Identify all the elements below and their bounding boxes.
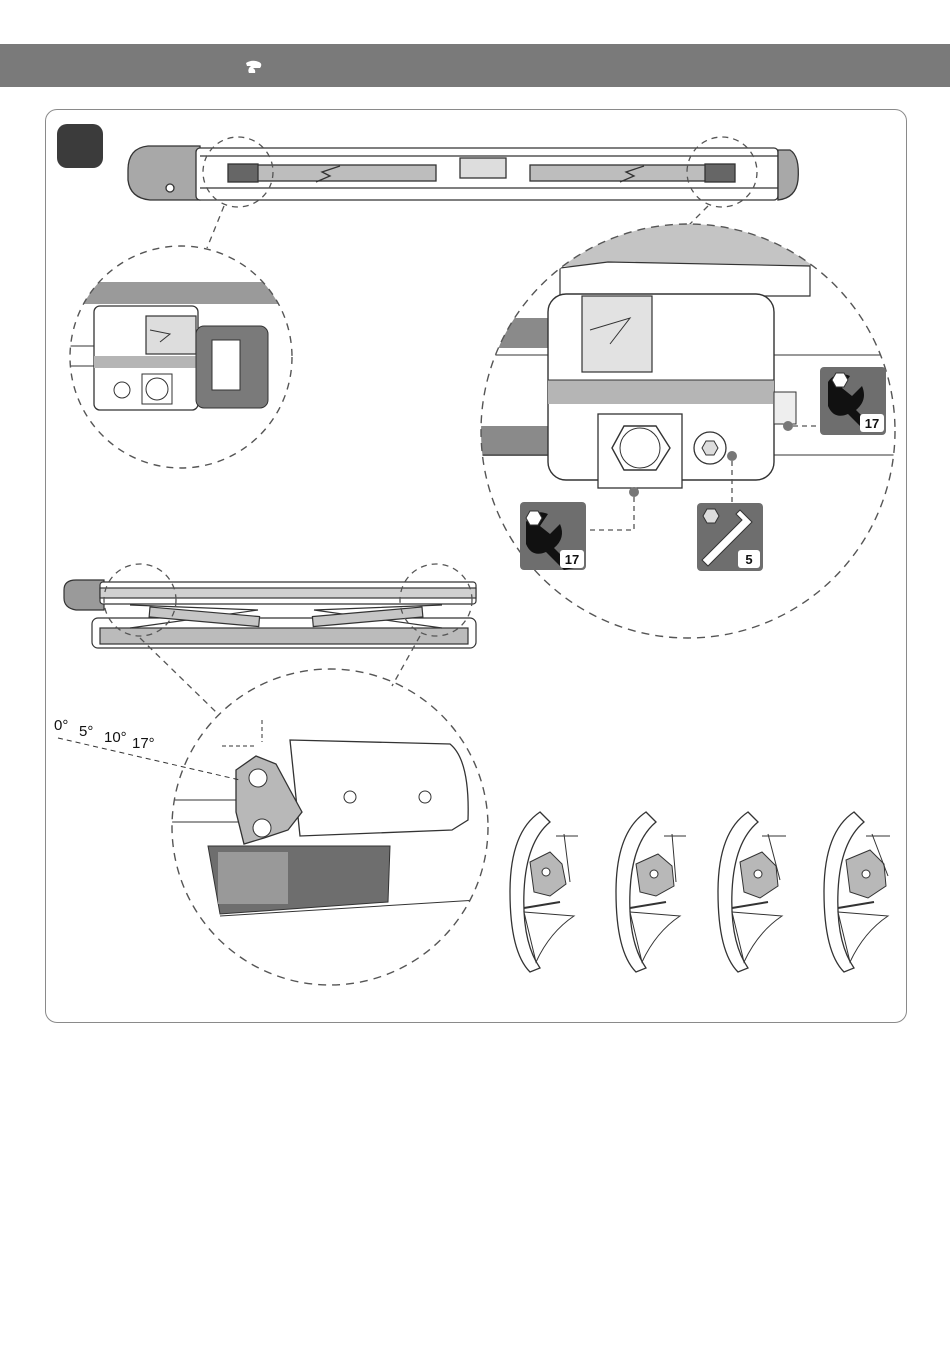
right-detail-view	[480, 222, 900, 488]
angle-17-label: 17°	[132, 735, 155, 752]
angle-0-label: 0°	[54, 717, 68, 734]
allen-key-icon: 5	[697, 503, 763, 571]
bottom-detail-view	[172, 740, 478, 916]
awning-profile-open	[64, 580, 476, 648]
angle-profile-17	[824, 812, 890, 972]
angle-5-label: 5°	[79, 723, 93, 740]
angle-profile-0	[510, 812, 578, 972]
angle-scale: 0° 5° 10° 17°	[54, 717, 262, 780]
angle-profile-10	[718, 812, 786, 972]
awning-profile-top	[128, 146, 798, 200]
left-wrench-size: 17	[565, 552, 579, 567]
left-detail-view	[60, 282, 280, 410]
wrench-icon: 17	[520, 502, 586, 570]
wrench-icon: 17	[820, 367, 886, 435]
right-wrench-size: 17	[865, 416, 879, 431]
angle-profile-5	[616, 812, 686, 972]
angle-10-label: 10°	[104, 729, 127, 746]
hex-key-size: 5	[745, 552, 752, 567]
